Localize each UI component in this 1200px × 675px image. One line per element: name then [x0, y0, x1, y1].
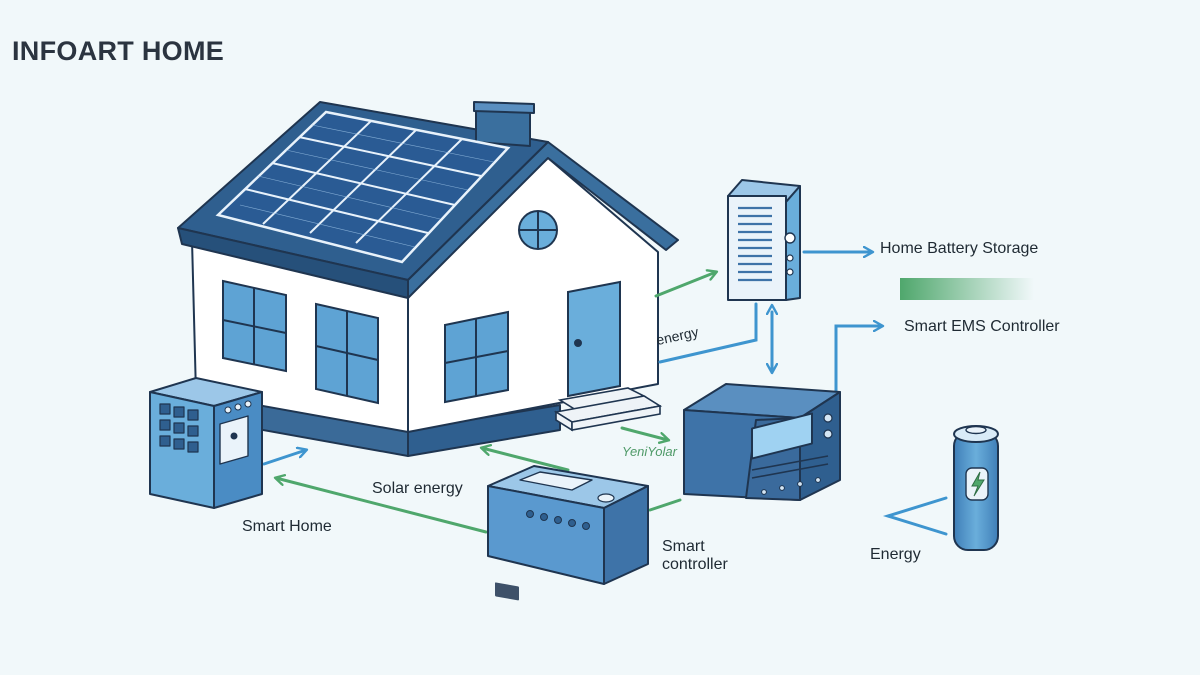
door-steps [553, 387, 663, 432]
arrow-battery-to-house [658, 302, 758, 364]
label-yeninolar: YeniYolar [622, 444, 677, 459]
page-title: INFOART HOME [12, 36, 225, 66]
arrow-energy-battery [882, 496, 948, 536]
controller-icon [487, 465, 649, 601]
roof-fascia [177, 227, 409, 299]
door [567, 280, 621, 398]
energy-level-bar [900, 278, 1034, 300]
window-right [444, 310, 509, 404]
inverter-icon [683, 383, 841, 501]
round-window [518, 210, 558, 250]
arrow-controller-to-smart-home [276, 478, 488, 534]
arrow-controller-to-inverter [648, 498, 682, 512]
label-solar-energy: Solar energy [372, 480, 463, 497]
label-home-battery-storage: Home Battery Storage [880, 240, 1039, 257]
arrow-smart-ems-controller [834, 326, 882, 402]
label-smart-home: Smart Home [242, 518, 332, 535]
label-smart-controller: Smart controller [662, 538, 728, 573]
chimney [475, 109, 531, 147]
arrow-controller-to-house [482, 448, 570, 472]
home-battery-icon [727, 179, 801, 301]
window-left-1 [222, 279, 287, 373]
window-left-2 [315, 302, 379, 405]
chimney-cap [473, 101, 535, 114]
arrow-house-to-battery [654, 272, 716, 298]
arrow-smart-home-to-house [262, 450, 306, 466]
arrow-house-to-inverter [620, 426, 668, 440]
label-energy: Energy [870, 546, 921, 563]
solar-panel-icon [215, 110, 511, 264]
smart-home-unit-icon [149, 377, 263, 509]
label-smart-ems-controller: Smart EMS Controller [904, 318, 1060, 335]
battery-icon [953, 425, 999, 551]
house-windows [222, 279, 509, 405]
arrows [262, 252, 948, 536]
